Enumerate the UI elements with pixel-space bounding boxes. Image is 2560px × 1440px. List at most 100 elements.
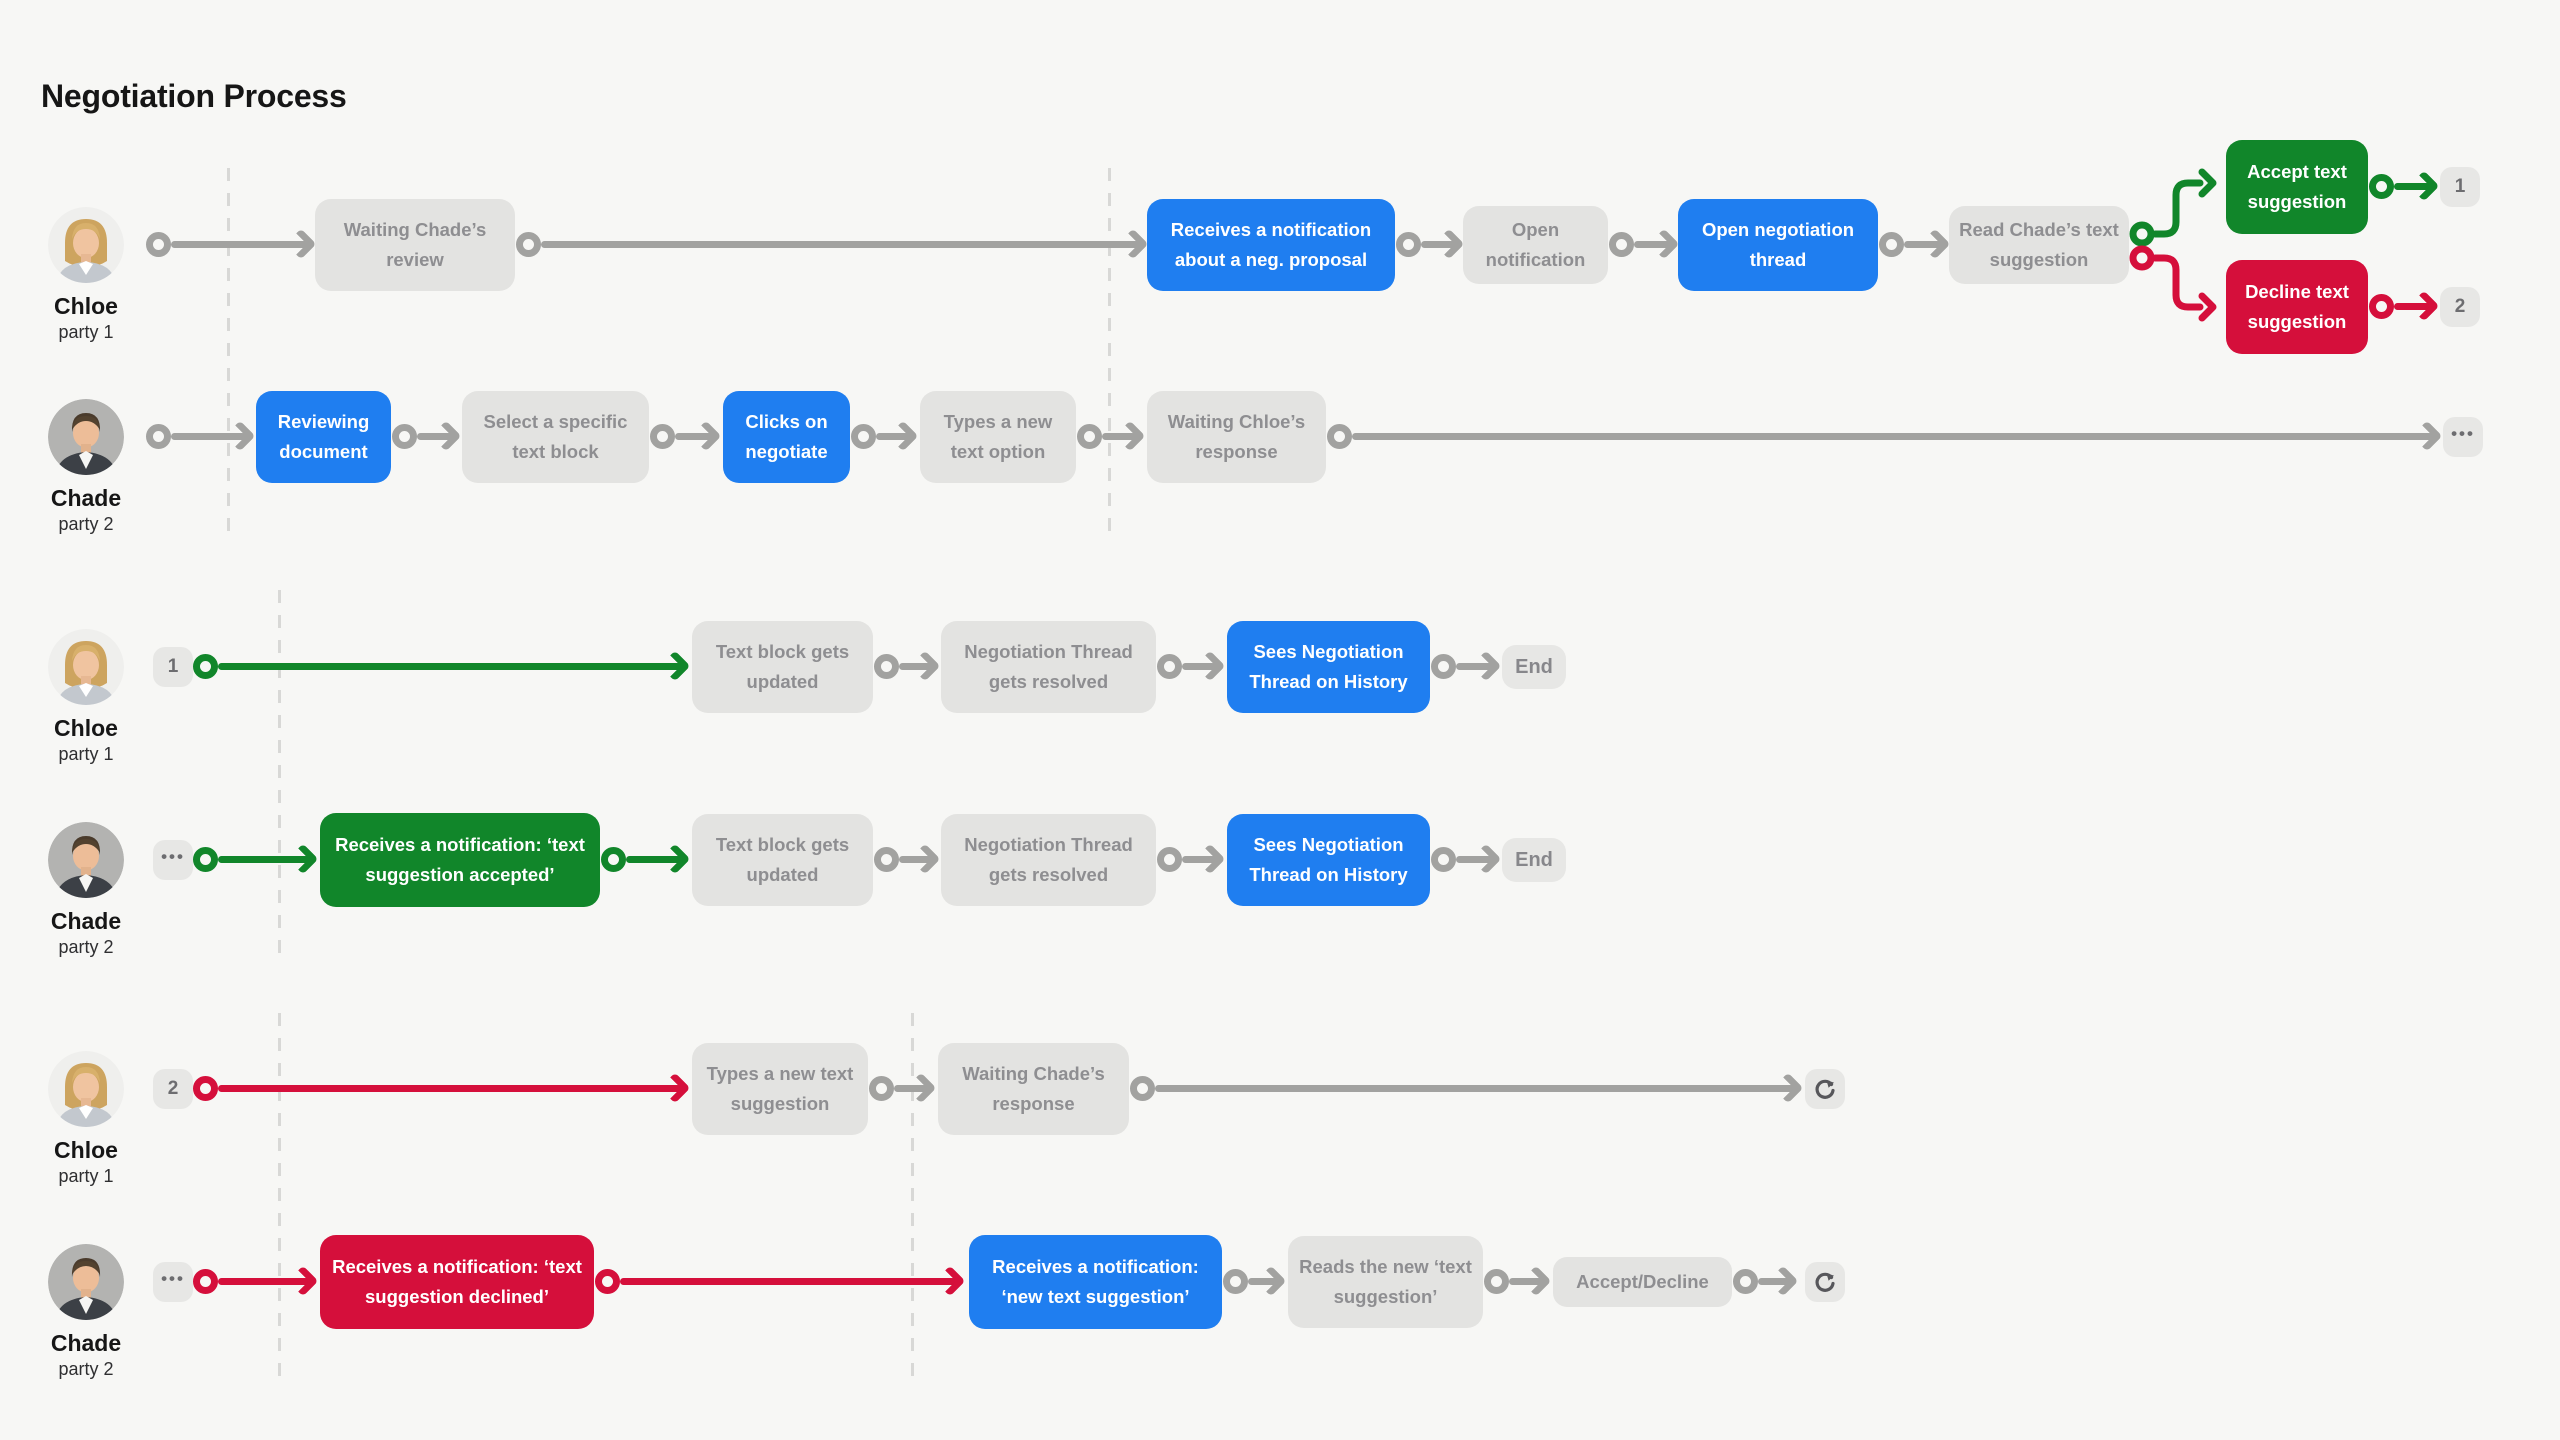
flow-arrow — [1431, 847, 1492, 872]
actor-party: party 1 — [58, 744, 114, 764]
actor-name: Chloe — [54, 293, 118, 319]
node-types-new-text-suggestion: Types a new text suggestion — [692, 1043, 868, 1135]
phase-divider — [278, 590, 281, 962]
node-open-notification: Open notification — [1463, 206, 1608, 284]
branch-arrows — [2129, 168, 2217, 322]
phase-divider — [911, 1013, 914, 1383]
badge-continued: ••• — [153, 1262, 193, 1302]
badge-branch-1: 1 — [153, 647, 193, 687]
ellipsis-icon: ••• — [2451, 424, 2475, 443]
chloe-avatar — [48, 1051, 124, 1127]
flow-arrow — [869, 1076, 927, 1101]
node-waiting-chades-review: Waiting Chade’s review — [315, 199, 515, 291]
node-reads-new-suggestion: Reads the new ‘text suggestion’ — [1288, 1236, 1483, 1328]
flow-arrow-decline — [2369, 294, 2430, 319]
flow-arrow-declined-path — [193, 1269, 309, 1294]
flow-arrow-accepted-path — [193, 847, 309, 872]
page-title: Negotiation Process — [41, 78, 347, 114]
actor-party: party 2 — [58, 514, 114, 534]
chade-avatar — [48, 399, 124, 475]
node-text-block-updated-chloe: Text block gets updated — [692, 621, 873, 713]
node-thread-resolved-chloe: Negotiation Thread gets resolved — [941, 621, 1156, 713]
flow-arrow-accept — [2369, 174, 2430, 199]
actor-name: Chade — [50, 485, 122, 511]
flow-arrow — [874, 847, 931, 872]
badge-end: End — [1502, 838, 1566, 882]
lane-chloe-1: Chloe party 1 — [26, 207, 146, 343]
badge-end: End — [1502, 645, 1566, 689]
node-receives-accepted-notification: Receives a notification: ‘text suggestio… — [320, 813, 600, 907]
phase-divider — [1108, 168, 1111, 538]
chade-avatar — [48, 1244, 124, 1320]
phase-divider — [278, 1013, 281, 1383]
phase-divider — [227, 168, 230, 538]
node-accept-decline: Accept/Decline — [1553, 1257, 1732, 1307]
node-clicks-on-negotiate: Clicks on negotiate — [723, 391, 850, 483]
lane-chade-1: Chade party 2 — [26, 399, 146, 535]
refresh-icon — [1815, 1079, 1835, 1099]
node-decline-text-suggestion: Decline text suggestion — [2226, 260, 2368, 354]
node-waiting-chades-response: Waiting Chade’s response — [938, 1043, 1129, 1135]
flow-arrow — [1484, 1269, 1542, 1294]
node-sees-thread-history-chloe: Sees Negotiation Thread on History — [1227, 621, 1430, 713]
badge-branch-2: 2 — [153, 1069, 193, 1109]
lane-chade-3: Chade party 2 — [26, 1244, 146, 1380]
flow-arrow — [1396, 232, 1455, 257]
actor-name: Chloe — [54, 1137, 118, 1163]
node-receives-declined-notification: Receives a notification: ‘text suggestio… — [320, 1235, 594, 1329]
flow-arrow — [1223, 1269, 1277, 1294]
badge-continued: ••• — [153, 840, 193, 880]
flow-arrow — [146, 424, 246, 449]
ellipsis-icon: ••• — [161, 1269, 185, 1288]
flow-arrow — [1431, 654, 1492, 679]
flow-arrow-declined-path — [595, 1269, 956, 1294]
flow-arrow-accepted-path — [601, 847, 681, 872]
flow-arrow — [650, 424, 712, 449]
badge-loop — [1805, 1262, 1845, 1302]
lane-chade-2: Chade party 2 — [26, 822, 146, 958]
chloe-avatar — [48, 629, 124, 705]
flow-arrow — [146, 232, 307, 257]
flow-arrow — [851, 424, 909, 449]
lane-chloe-3: Chloe party 1 — [26, 1051, 146, 1187]
chloe-avatar — [48, 207, 124, 283]
lane-chloe-2: Chloe party 1 — [26, 629, 146, 765]
flow-arrow — [392, 424, 452, 449]
actor-party: party 1 — [58, 322, 114, 342]
flow-arrow — [516, 232, 1139, 257]
node-sees-thread-history-chade: Sees Negotiation Thread on History — [1227, 814, 1430, 906]
badge-outcome-1: 1 — [2440, 167, 2480, 207]
node-read-chades-text-suggestion: Read Chade’s text suggestion — [1949, 206, 2129, 284]
node-receives-new-suggestion-notification: Receives a notification: ‘new text sugge… — [969, 1235, 1222, 1329]
flow-arrow-declined-path — [193, 1076, 681, 1101]
ellipsis-icon: ••• — [161, 847, 185, 866]
node-reviewing-document: Reviewing document — [256, 391, 391, 483]
actor-party: party 2 — [58, 937, 114, 957]
flow-arrow — [1879, 232, 1941, 257]
actor-name: Chade — [50, 1330, 122, 1356]
node-receives-proposal-notification: Receives a notification about a neg. pro… — [1147, 199, 1395, 291]
actor-party: party 2 — [58, 1359, 114, 1379]
node-accept-text-suggestion: Accept text suggestion — [2226, 140, 2368, 234]
node-select-text-block: Select a specific text block — [462, 391, 649, 483]
flow-arrow — [1733, 1269, 1789, 1294]
flow-arrow — [1327, 424, 2433, 449]
badge-outcome-2: 2 — [2440, 287, 2480, 327]
actor-name: Chloe — [54, 715, 118, 741]
node-open-negotiation-thread: Open negotiation thread — [1678, 199, 1878, 291]
actor-name: Chade — [50, 908, 122, 934]
flow-arrow — [1130, 1076, 1794, 1101]
node-types-new-text-option: Types a new text option — [920, 391, 1076, 483]
badge-continues: ••• — [2443, 417, 2483, 457]
node-waiting-chloes-response: Waiting Chloe’s response — [1147, 391, 1326, 483]
flow-arrow — [1077, 424, 1136, 449]
flow-arrow — [874, 654, 931, 679]
node-thread-resolved-chade: Negotiation Thread gets resolved — [941, 814, 1156, 906]
node-text-block-updated-chade: Text block gets updated — [692, 814, 873, 906]
flow-arrow-accepted-path — [193, 654, 681, 679]
flow-arrow — [1609, 232, 1670, 257]
badge-loop — [1805, 1069, 1845, 1109]
chade-avatar — [48, 822, 124, 898]
refresh-icon — [1815, 1272, 1835, 1292]
